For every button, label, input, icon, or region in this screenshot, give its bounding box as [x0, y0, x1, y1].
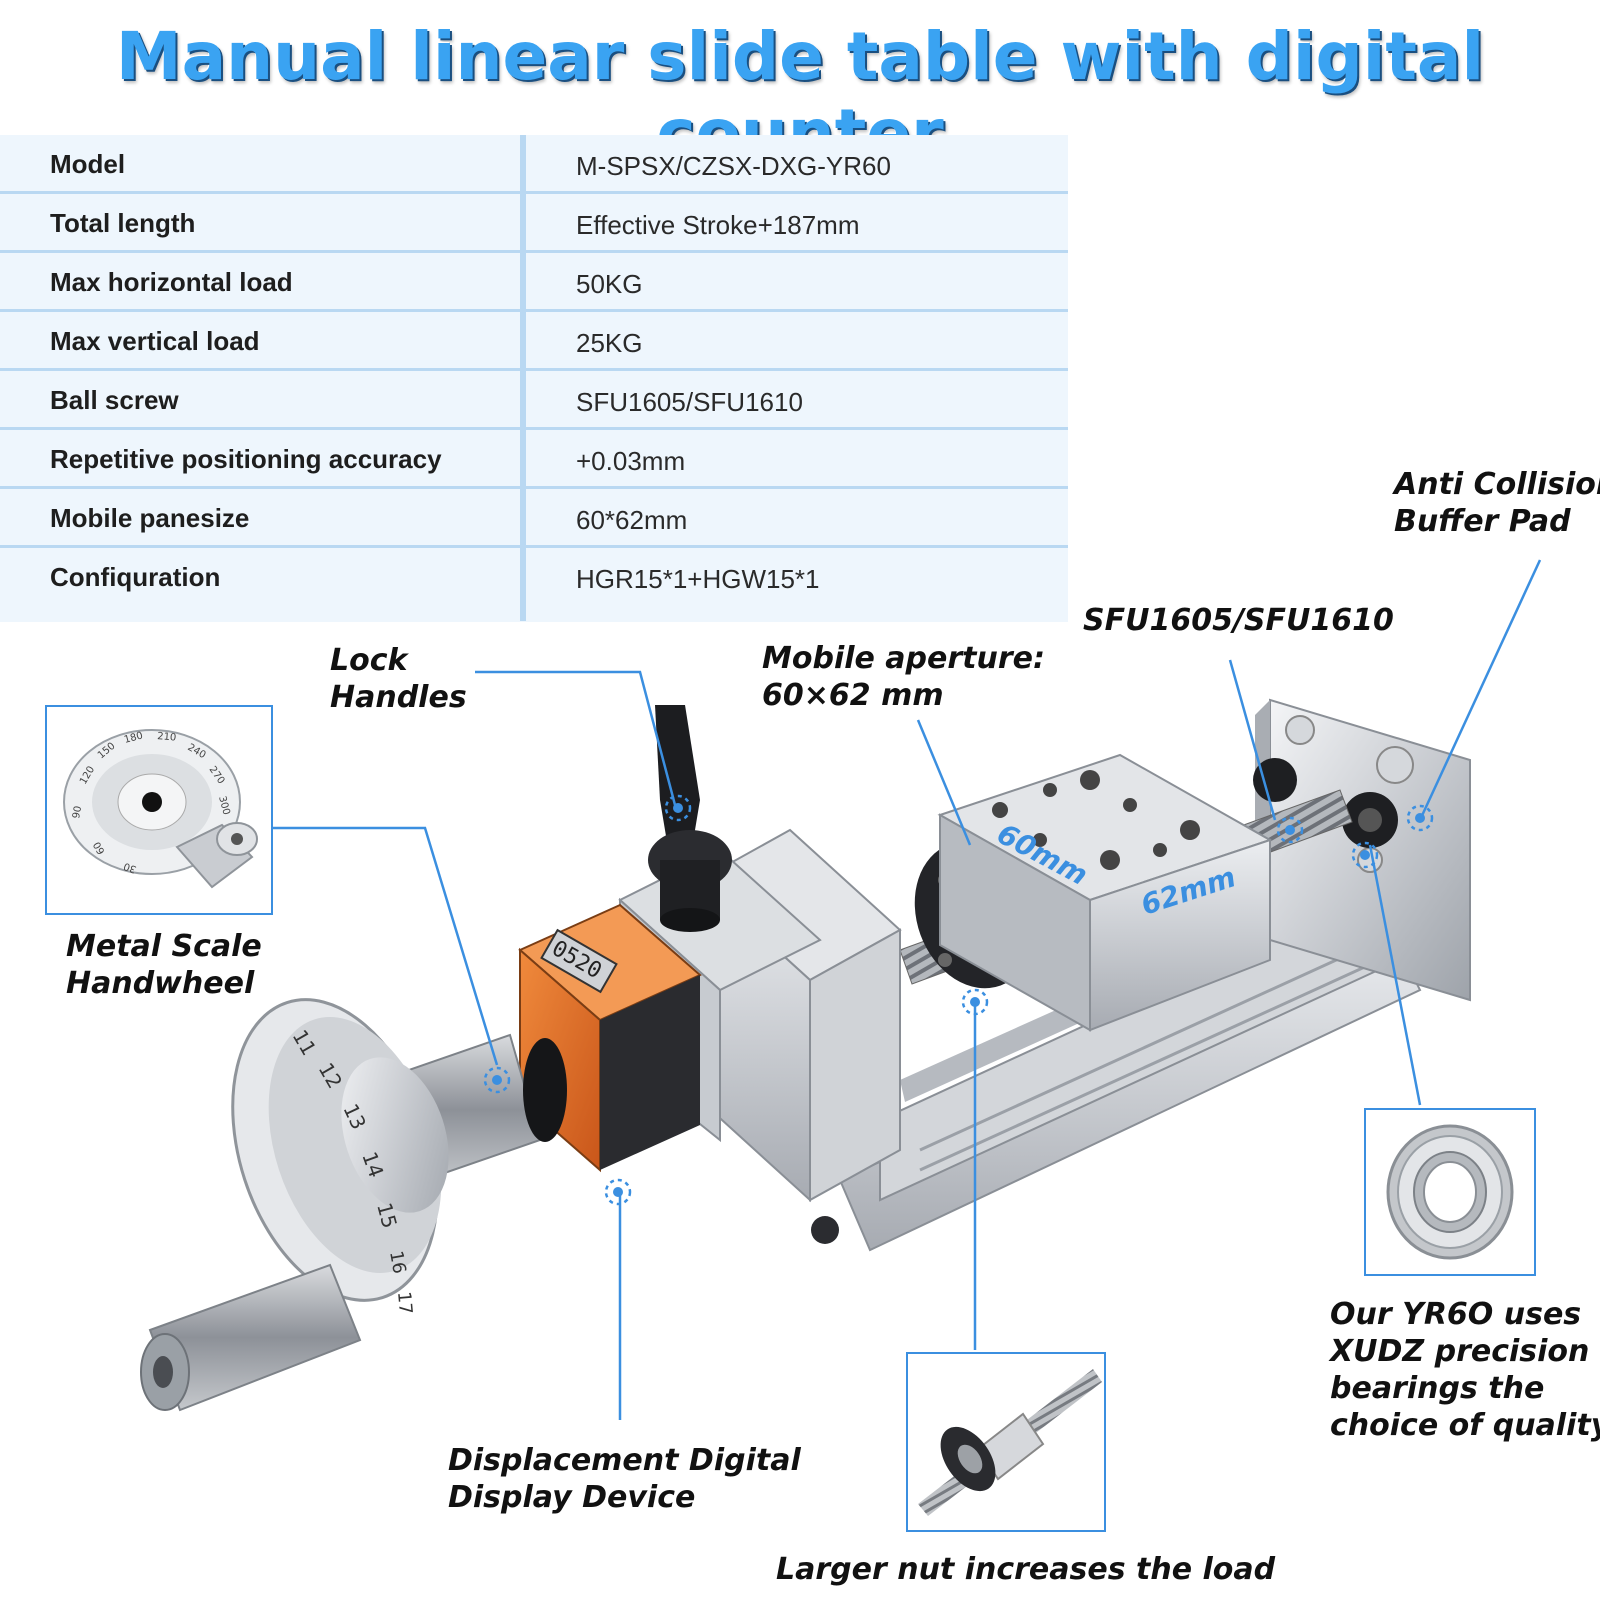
handwheel-number: 17	[393, 1291, 416, 1316]
lock-handle	[648, 705, 732, 932]
callout-markers	[483, 794, 1434, 1206]
handwheel: 11 12 13 14 15 16 17	[140, 998, 567, 1412]
spec-key: Model	[50, 149, 126, 179]
spec-row: Confiquration HGR15*1+HGW15*1	[0, 548, 1068, 622]
spec-row: Max vertical load 25KG	[0, 312, 1068, 371]
spec-value: +0.03mm	[576, 446, 686, 476]
callout-ballscrew: SFU1605/SFU1610	[1083, 603, 1394, 638]
spec-row: Ball screw SFU1605/SFU1610	[0, 371, 1068, 430]
spec-value: 25KG	[576, 328, 643, 358]
spec-key: Confiquration	[50, 562, 221, 592]
inset-dial-number: 300	[216, 795, 232, 816]
spec-key: Max horizontal load	[50, 267, 293, 297]
callout-bearings: Our YR6O uses XUDZ precision bearings th…	[1330, 1297, 1600, 1443]
spec-row: Model M-SPSX/CZSX-DXG-YR60	[0, 135, 1068, 194]
inset-dial-number: 30	[122, 860, 138, 875]
carriage-block: 60mm 62mm	[937, 753, 1273, 1032]
spec-row: Total length Effective Stroke+187mm	[0, 194, 1068, 253]
callout-mobile-aperture: Mobile aperture: 60×62 mm	[762, 641, 1045, 713]
spec-value: M-SPSX/CZSX-DXG-YR60	[576, 151, 891, 181]
callout-lines	[270, 559, 1542, 1420]
spec-key: Total length	[50, 208, 196, 238]
callout-lock-handles: Lock Handles	[330, 643, 467, 715]
bearing-inset	[1364, 1108, 1536, 1276]
callout-metal-scale: Metal Scale Handwheel	[66, 929, 262, 1001]
spec-value: HGR15*1+HGW15*1	[576, 564, 820, 594]
inset-dial-number: 210	[157, 731, 177, 744]
spec-value: Effective Stroke+187mm	[576, 210, 860, 240]
spec-value: 50KG	[576, 269, 643, 299]
ballscrew-inset	[906, 1352, 1106, 1532]
spec-key: Max vertical load	[50, 326, 260, 356]
page-title: Manual linear slide table with digital c…	[115, 18, 1485, 172]
spec-key: Repetitive positioning accuracy	[50, 444, 442, 474]
inset-dial-number: 180	[123, 730, 144, 746]
spec-value: 60*62mm	[576, 505, 688, 535]
spec-value: SFU1605/SFU1610	[576, 387, 803, 417]
spec-key: Mobile panesize	[50, 503, 250, 533]
spec-key: Ball screw	[50, 385, 179, 415]
callout-larger-nut: Larger nut increases the load	[776, 1552, 1276, 1587]
spec-row: Repetitive positioning accuracy +0.03mm	[0, 430, 1068, 489]
spec-row: Max horizontal load 50KG	[0, 253, 1068, 312]
spec-row: Mobile panesize 60*62mm	[0, 489, 1068, 548]
callout-displacement: Displacement Digital Display Device	[448, 1443, 801, 1515]
handwheel-number: 16	[385, 1249, 410, 1275]
handwheel-inset: 90 120 150 180 210 240 270 300 60 30	[45, 705, 273, 915]
inset-dial-number: 90	[71, 805, 84, 819]
callout-marker-dots	[492, 803, 1425, 1197]
spec-table-divider	[520, 135, 526, 621]
callout-anti-collision: Anti Collision Buffer Pad	[1394, 467, 1600, 539]
